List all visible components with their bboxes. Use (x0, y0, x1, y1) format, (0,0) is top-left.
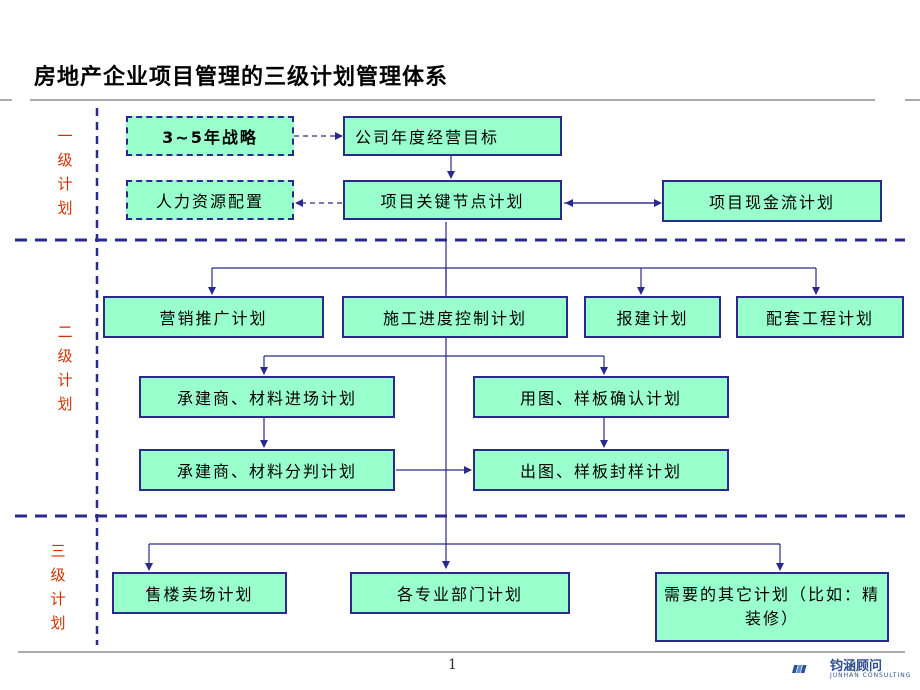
sales-box: 售楼卖场计划 (112, 572, 287, 614)
company-logo-subtitle: JUNHAN CONSULTING (830, 672, 912, 679)
level-three-label: 三级计划 (50, 542, 66, 632)
drawing-seal-box: 出图、样板封样计划 (473, 449, 729, 491)
strategy-box: 3~5年战略 (126, 116, 294, 156)
marketing-box: 营销推广计划 (103, 296, 324, 338)
level-two-label: 二级计划 (57, 323, 73, 413)
cashflow-box: 项目现金流计划 (662, 180, 882, 222)
permit-box: 报建计划 (584, 296, 721, 338)
drawing-confirm-box: 用图、样板确认计划 (473, 376, 729, 418)
contractor-bid-box: 承建商、材料分判计划 (139, 449, 395, 491)
construction-box: 施工进度控制计划 (342, 296, 568, 338)
level-one-label: 一级计划 (57, 127, 73, 217)
page-title: 房地产企业项目管理的三级计划管理体系 (34, 64, 449, 90)
other-plans-box: 需要的其它计划（比如：精装修） (655, 572, 889, 642)
departments-box: 各专业部门计划 (350, 572, 570, 614)
contractor-entry-box: 承建商、材料进场计划 (139, 376, 395, 418)
company-logo-icon (792, 665, 807, 673)
company-logo-name: 钧涵顾问 (830, 659, 883, 674)
page-number: 1 (448, 657, 457, 673)
hr-config-box: 人力资源配置 (126, 180, 294, 220)
supporting-box: 配套工程计划 (736, 296, 904, 338)
key-node-box: 项目关键节点计划 (343, 180, 562, 220)
annual-goal-box: 公司年度经营目标 (343, 116, 562, 156)
